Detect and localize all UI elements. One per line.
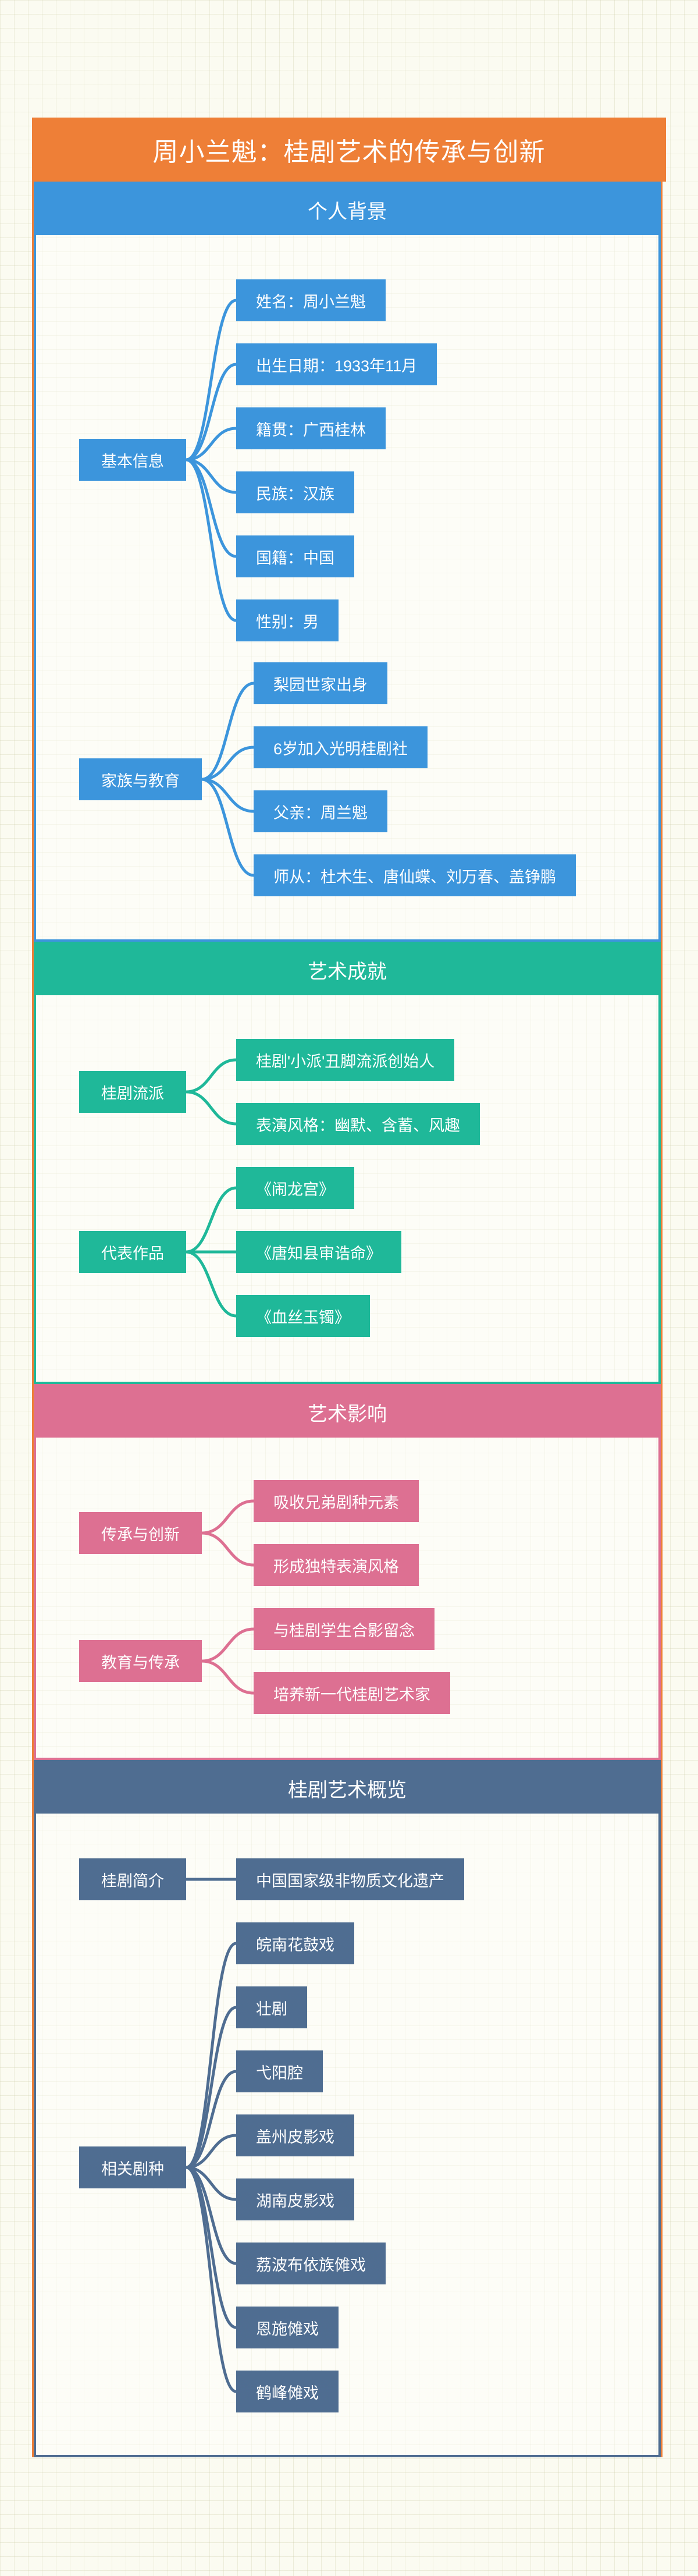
section-title: 桂剧艺术概览 xyxy=(36,1762,658,1814)
section-title: 个人背景 xyxy=(36,184,658,235)
node-student-photo[interactable]: 与桂剧学生合影留念 xyxy=(254,1608,435,1650)
node-opera-5[interactable]: 湖南皮影戏 xyxy=(236,2178,354,2220)
node-opera-6[interactable]: 荔波布依族傩戏 xyxy=(236,2243,386,2284)
node-education-inheritance[interactable]: 教育与传承 xyxy=(79,1640,202,1682)
node-absorb-elements[interactable]: 吸收兄弟剧种元素 xyxy=(254,1480,419,1522)
node-performance-style[interactable]: 表演风格：幽默、含蓄、风趣 xyxy=(236,1103,480,1145)
node-gender[interactable]: 性别：男 xyxy=(236,599,339,641)
node-ethnicity[interactable]: 民族：汉族 xyxy=(236,471,354,513)
node-work-2[interactable]: 《唐知县审诰命》 xyxy=(236,1231,401,1273)
section-title: 艺术影响 xyxy=(36,1386,658,1438)
node-native-place[interactable]: 籍贯：广西桂林 xyxy=(236,407,386,449)
node-train-artists[interactable]: 培养新一代桂剧艺术家 xyxy=(254,1672,450,1714)
node-opera-7[interactable]: 恩施傩戏 xyxy=(236,2307,339,2348)
node-work-3[interactable]: 《血丝玉镯》 xyxy=(236,1295,370,1337)
node-opera-2[interactable]: 壮剧 xyxy=(236,1986,307,2028)
node-opera-1[interactable]: 皖南花鼓戏 xyxy=(236,1922,354,1964)
node-opera-4[interactable]: 盖州皮影戏 xyxy=(236,2114,354,2156)
node-teachers[interactable]: 师从：杜木生、唐仙蝶、刘万春、盖铮鹏 xyxy=(254,854,576,896)
section-title: 艺术成就 xyxy=(36,944,658,995)
node-opera-family[interactable]: 梨园世家出身 xyxy=(254,662,387,704)
node-work-1[interactable]: 《闹龙宫》 xyxy=(236,1167,354,1209)
node-school-founder[interactable]: 桂剧'小派'丑脚流派创始人 xyxy=(236,1039,455,1081)
node-birth-date[interactable]: 出生日期：1933年11月 xyxy=(236,343,437,385)
node-family-education[interactable]: 家族与教育 xyxy=(79,758,202,800)
node-opera-3[interactable]: 弋阳腔 xyxy=(236,2050,323,2092)
node-name[interactable]: 姓名：周小兰魁 xyxy=(236,279,386,321)
node-inheritance-innovation[interactable]: 传承与创新 xyxy=(79,1512,202,1554)
node-nationality[interactable]: 国籍：中国 xyxy=(236,535,354,577)
node-opera-school[interactable]: 桂剧流派 xyxy=(79,1071,186,1113)
node-representative-works[interactable]: 代表作品 xyxy=(79,1231,186,1273)
node-opera-8[interactable]: 鹤峰傩戏 xyxy=(236,2371,339,2412)
node-joined-troupe[interactable]: 6岁加入光明桂剧社 xyxy=(254,726,428,768)
node-related-operas[interactable]: 相关剧种 xyxy=(79,2146,186,2188)
node-intangible-heritage[interactable]: 中国国家级非物质文化遗产 xyxy=(236,1858,464,1900)
node-father[interactable]: 父亲：周兰魁 xyxy=(254,790,387,832)
node-basic-info[interactable]: 基本信息 xyxy=(79,439,186,481)
node-unique-style[interactable]: 形成独特表演风格 xyxy=(254,1544,419,1586)
page-title: 周小兰魁：桂剧艺术的传承与创新 xyxy=(32,118,666,182)
node-guiju-intro[interactable]: 桂剧简介 xyxy=(79,1858,186,1900)
